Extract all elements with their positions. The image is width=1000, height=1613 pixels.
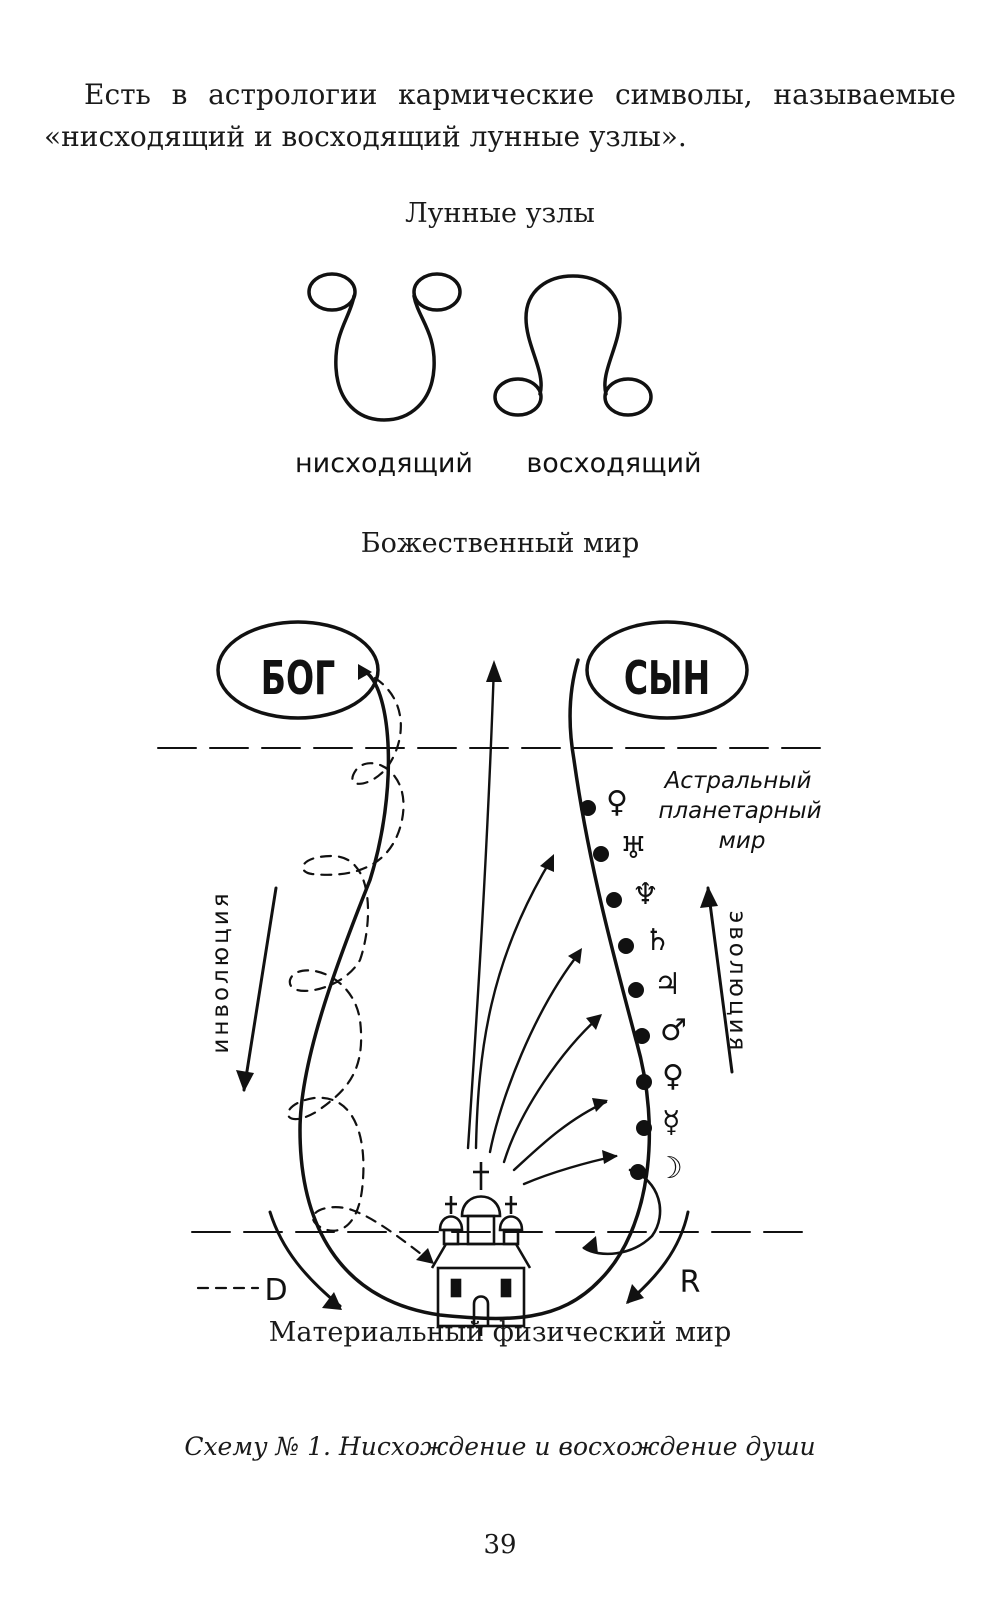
nodes-ascending-label: восходящий (526, 448, 701, 479)
intro-paragraph: Есть в астрологии кармические символы, н… (44, 74, 956, 158)
material-world-heading: Материальный физический мир (268, 1317, 732, 1348)
divine-world-heading: Божественный мир (360, 528, 640, 559)
ray-to-neptune (474, 856, 554, 1150)
arrowhead-ray-neptune (540, 854, 554, 872)
lunar-nodes-heading: Лунные узлы (405, 198, 595, 229)
evolution-label: эволюция (724, 911, 750, 1054)
planet-dots (580, 800, 652, 1180)
ray-to-top (466, 663, 496, 1150)
mercury-glyph: ☿ (662, 1105, 680, 1140)
arrowhead-ray-jupiter (586, 1014, 602, 1030)
figure-caption: Схему № 1. Нисхождение и восхождение душ… (184, 1432, 816, 1461)
arrowhead-ray-saturn (568, 948, 582, 964)
page-number: 39 (483, 1530, 517, 1560)
planet-dot-1 (580, 800, 596, 816)
planet-dot-3 (606, 892, 622, 908)
son-oval (585, 620, 749, 720)
intro-line-1: Есть в астрологии кармические символы, н… (84, 78, 956, 111)
uranus-glyph: ♅ (620, 831, 647, 866)
arrowhead-god (358, 664, 372, 680)
venus-glyph-upper: ♀ (606, 785, 628, 820)
planet-dot-6 (634, 1028, 650, 1044)
planet-dot-9 (630, 1164, 646, 1180)
involution-dashed-path (286, 676, 434, 1264)
planet-dot-2 (593, 846, 609, 862)
son-label: СЫН (624, 653, 710, 706)
d-label: D (264, 1273, 287, 1308)
arrowhead-ray-top (486, 660, 502, 682)
ray-to-saturn (488, 950, 582, 1154)
planet-dot-5 (628, 982, 644, 998)
involution-arrow (242, 886, 278, 1092)
god-label: БОГ (261, 653, 335, 706)
arrowhead-involution (236, 1070, 254, 1092)
planet-dot-8 (636, 1120, 652, 1136)
arrowhead-ray-mercury (602, 1150, 618, 1164)
arrowhead-evolution (700, 886, 718, 908)
astral-label-line-1: Астральный (663, 768, 812, 794)
arrowhead-return (582, 1236, 598, 1254)
church-icon (430, 1162, 532, 1336)
ray-to-mercury (522, 1154, 618, 1186)
nodes-descending-label: нисходящий (295, 448, 473, 479)
ascending-node-symbol (493, 274, 653, 417)
d-curved-arrow (268, 1210, 342, 1308)
evolution-arrow (706, 886, 734, 1074)
neptune-glyph: ♆ (632, 877, 659, 912)
ray-to-mars (512, 1100, 608, 1172)
arrowhead-d (322, 1292, 342, 1310)
arrowhead-incoming (416, 1248, 434, 1264)
moon-glyph: ☽ (656, 1151, 683, 1186)
return-loop (582, 1168, 662, 1256)
arrowheads (236, 660, 718, 1310)
astral-label-line-2: планетарный (658, 798, 821, 824)
astral-label-line-3: мир (719, 828, 766, 854)
r-label: R (680, 1265, 701, 1300)
planet-dot-4 (618, 938, 634, 954)
arrowhead-ray-mars (592, 1098, 608, 1112)
mars-glyph: ♂ (660, 1013, 687, 1048)
saturn-glyph: ♄ (644, 923, 671, 958)
descending-node-symbol (307, 272, 462, 422)
god-oval (216, 620, 380, 720)
soul-path-main (298, 658, 652, 1321)
involution-label: инволюция (208, 890, 234, 1053)
jupiter-glyph: ♃ (654, 967, 681, 1002)
ray-to-jupiter (502, 1014, 602, 1164)
planet-glyphs: ♀ ♅ ♆ ♄ ♃ ♂ ♀ ☿ ☽ (606, 785, 687, 1186)
church-rays (466, 663, 618, 1186)
planet-dot-7 (636, 1074, 652, 1090)
venus-glyph-lower: ♀ (662, 1059, 684, 1094)
intro-line-2: «нисходящий и восходящий лунные узлы». (44, 120, 687, 153)
arrowhead-r (626, 1284, 644, 1304)
